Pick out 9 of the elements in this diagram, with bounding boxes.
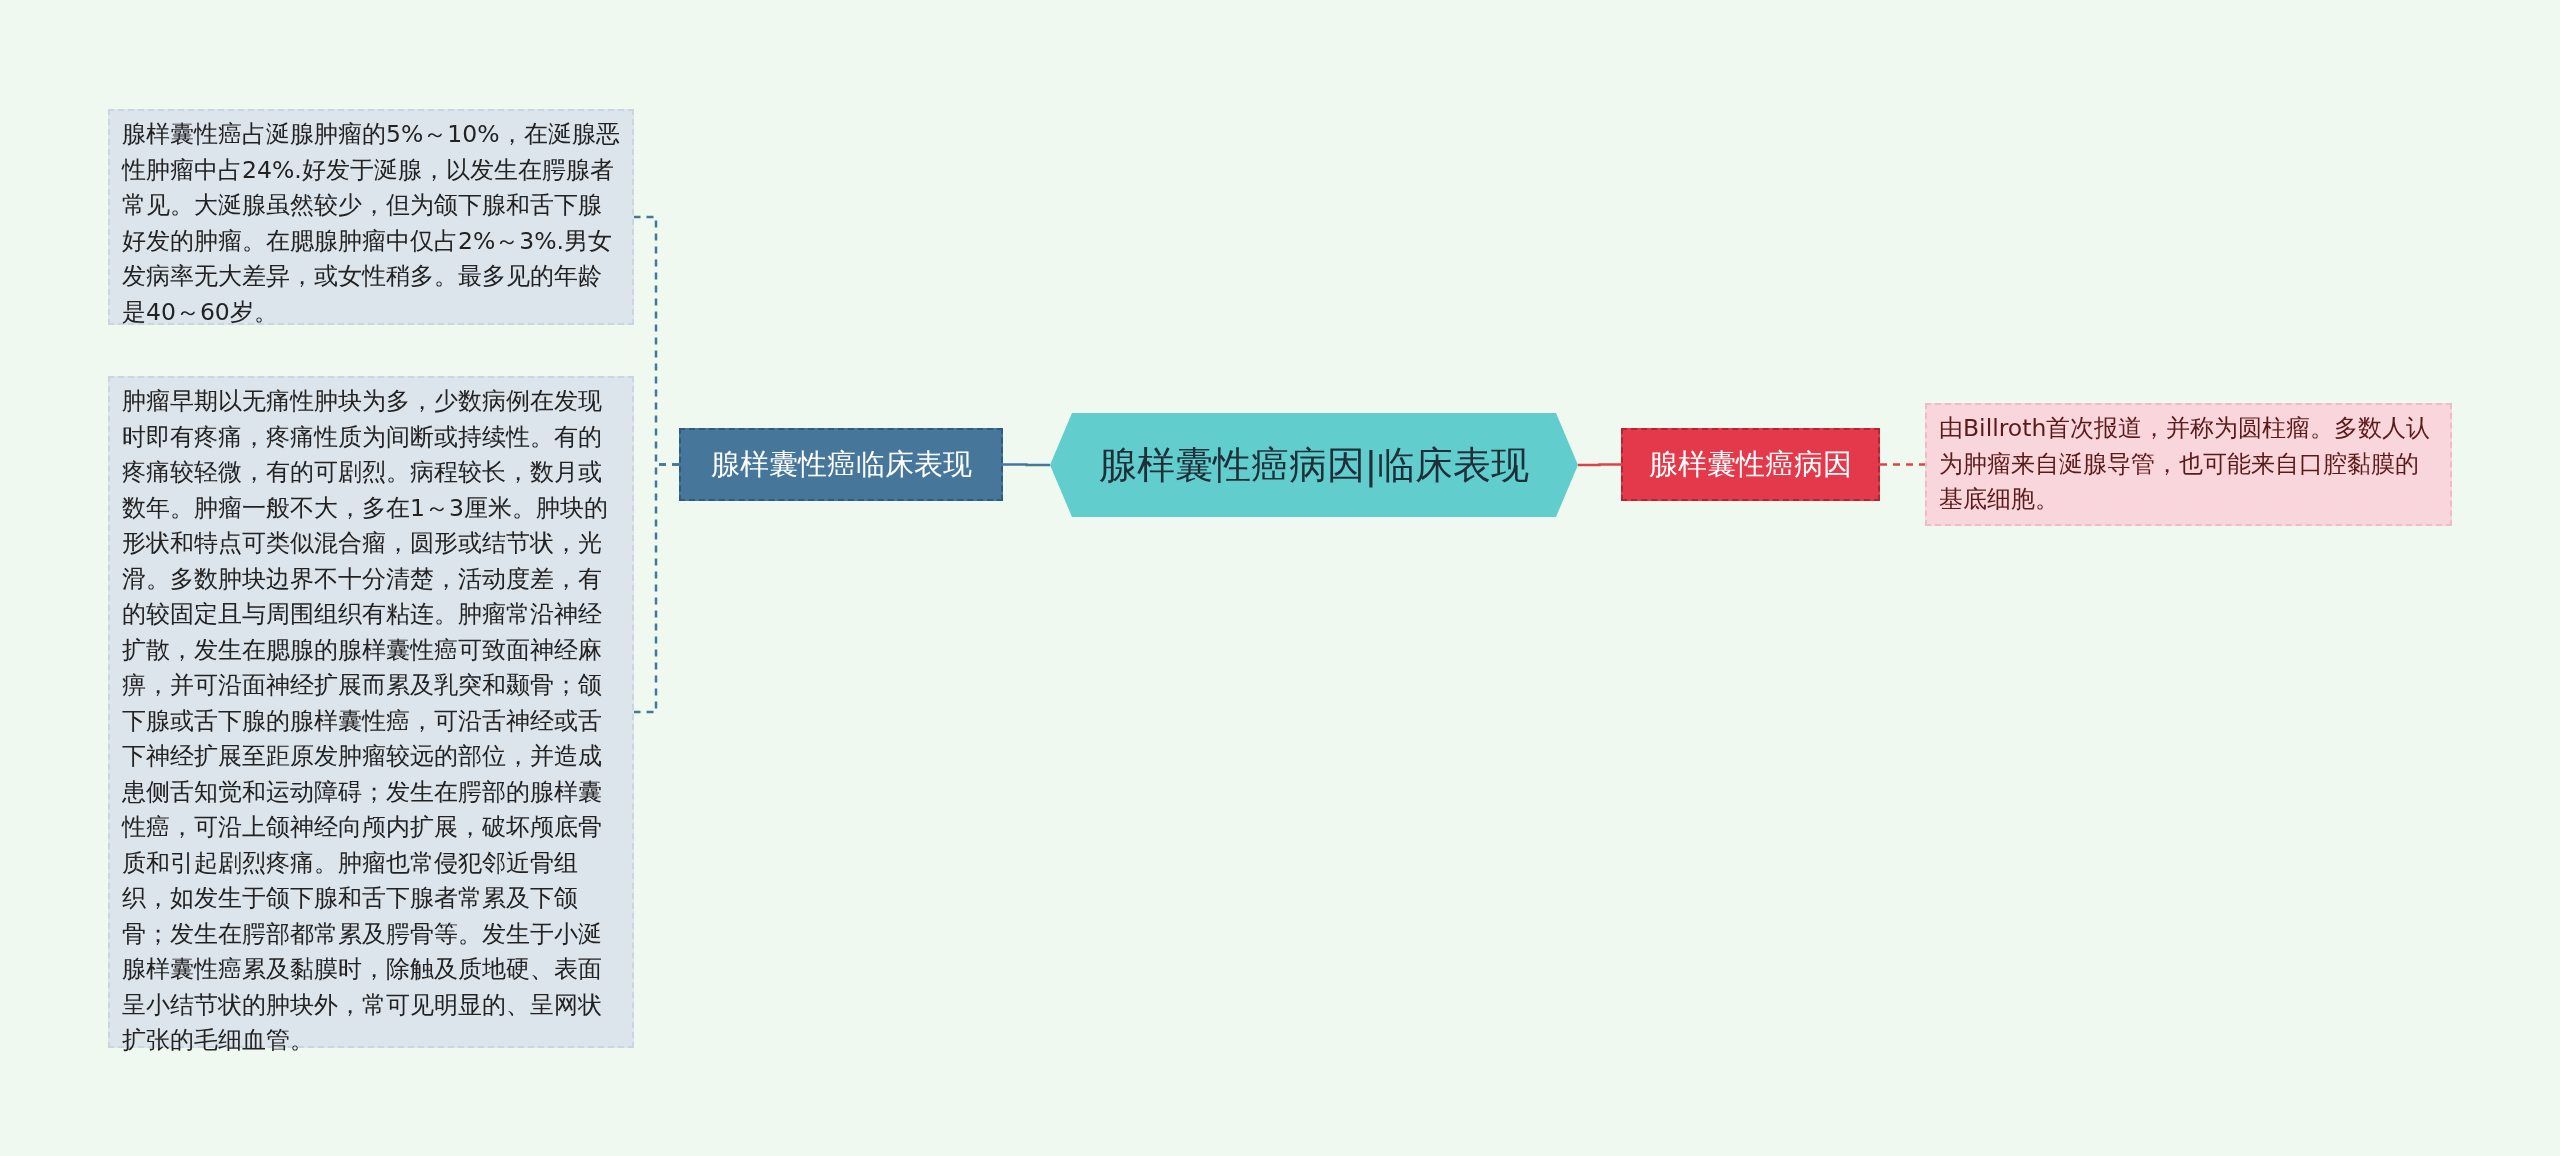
connector-line <box>1880 463 1925 466</box>
text-card: 腺样囊性癌占涎腺肿瘤的5%～10%，在涎腺恶性肿瘤中占24%.好发于涎腺，以发生在腭腺者常见。大涎腺虽然较少，但为颌下腺和舌下腺好发的肿瘤。在腮腺肿瘤中仅占2%～3%.男女发病率无大差异，或女性稍多。最多见的年龄是40～60岁。 <box>108 109 634 325</box>
topic-box: 腺样囊性癌临床表现 <box>679 428 1003 501</box>
connector-line <box>1578 463 1621 467</box>
topic-hexagon: 腺样囊性癌病因|临床表现 <box>1050 413 1578 517</box>
text-card: 由Billroth首次报道，并称为圆柱瘤。多数人认为肿瘤来自涎腺导管，也可能来自口腔黏膜的基底细胞。 <box>1925 403 2452 526</box>
connector-line <box>1003 463 1050 467</box>
topic-box: 腺样囊性癌病因 <box>1621 428 1880 501</box>
connector-line <box>634 463 679 714</box>
